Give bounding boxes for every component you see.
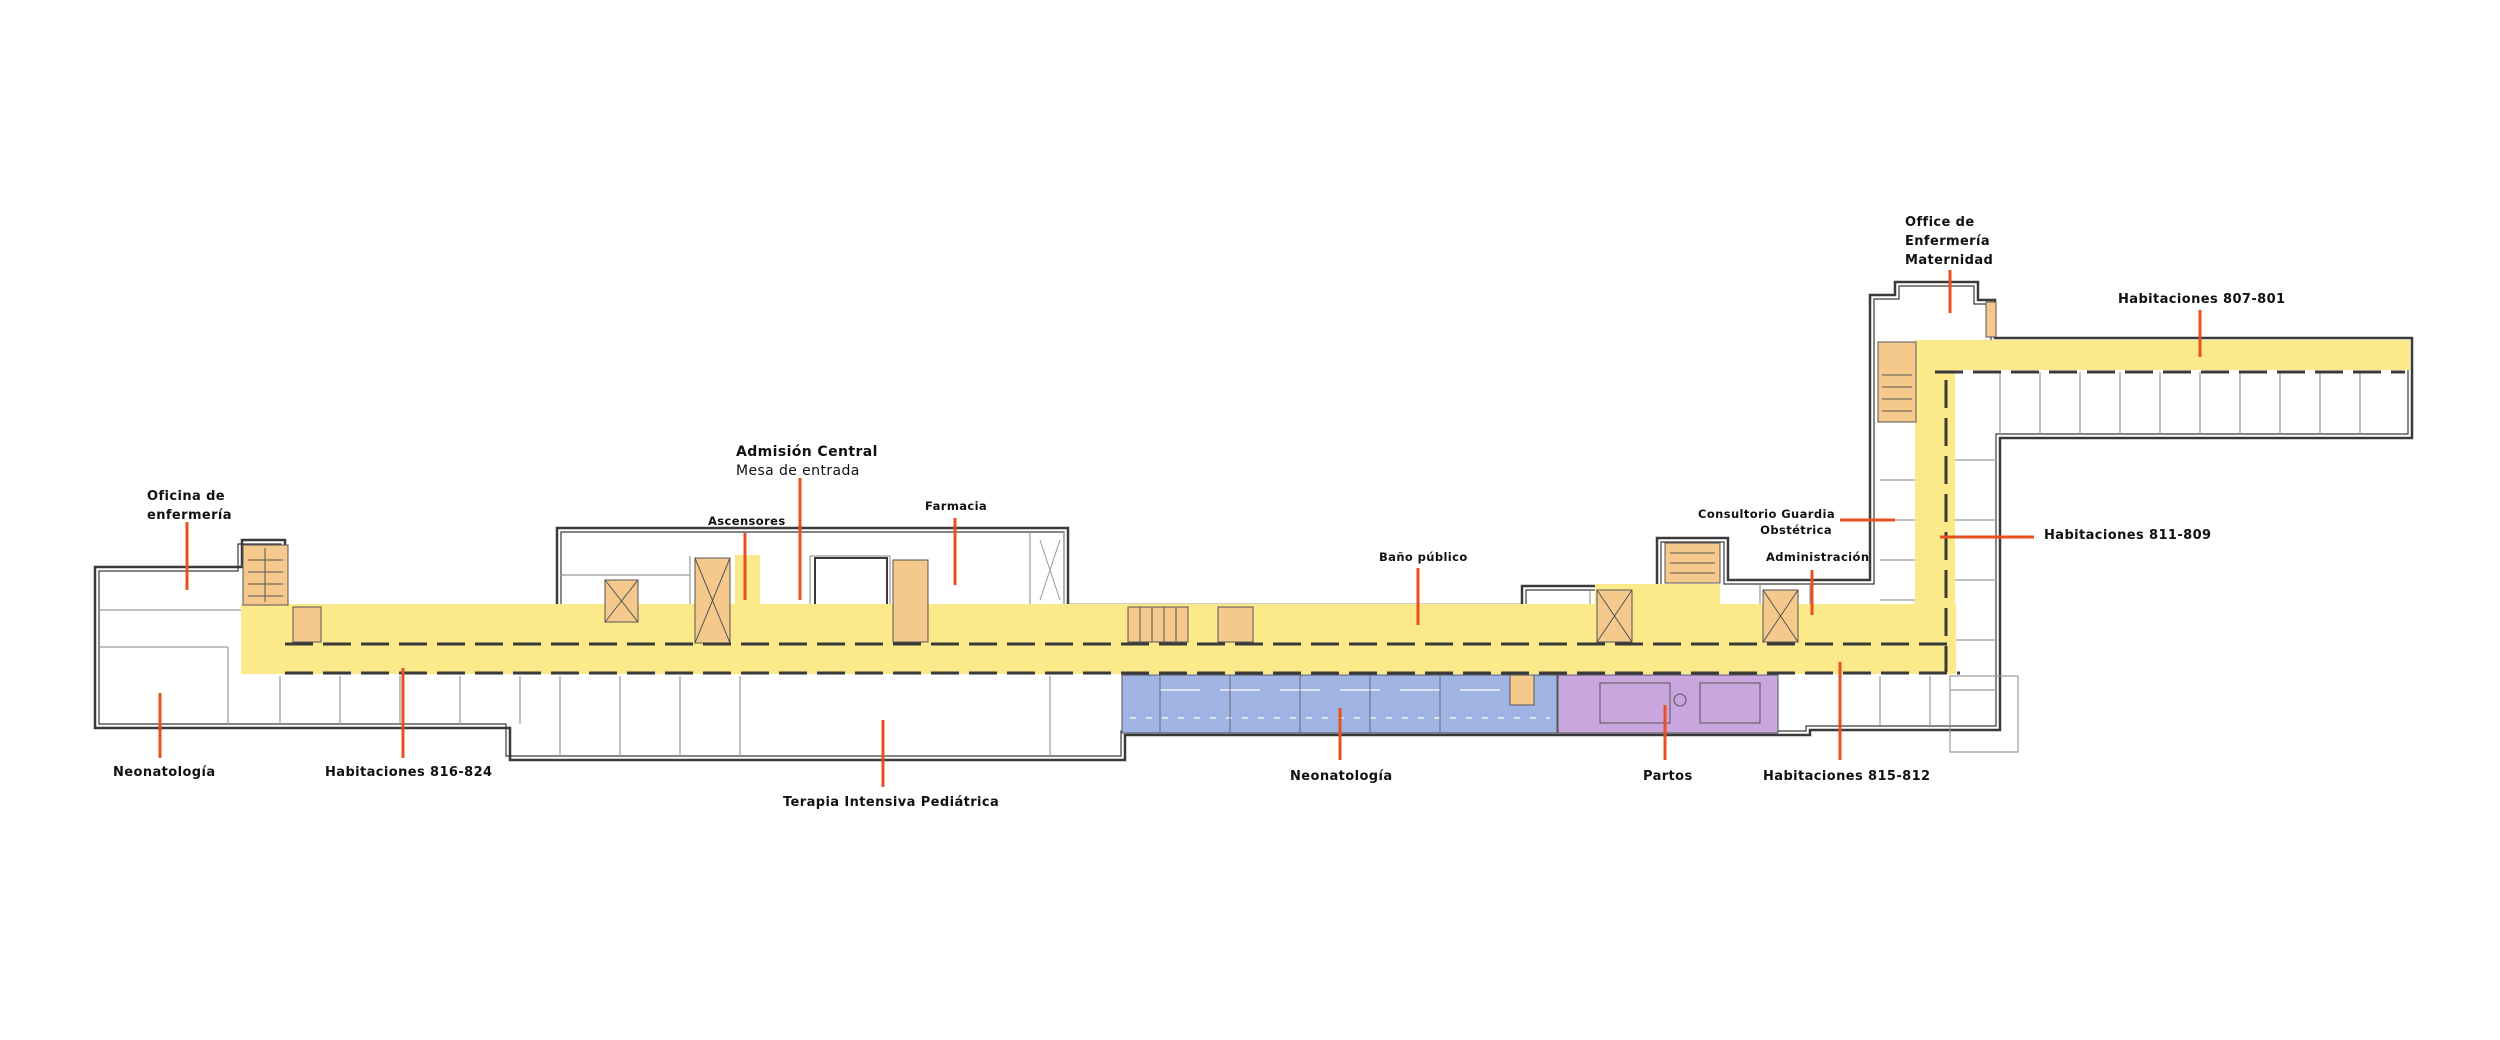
label-habitaciones-816-824: Habitaciones 816-824 [325,765,493,780]
label-line: Admisión Central [736,444,878,460]
stairs-elevators [242,301,1997,644]
label-line: Obstétrica [1760,523,1832,537]
label-neonatologia-left: Neonatología [113,765,216,780]
label-subtitle: Mesa de entrada [736,463,860,479]
label-ascensores: Ascensores [708,514,786,528]
label-habitaciones-811-809: Habitaciones 811-809 [2044,528,2212,543]
delivery-zone [1557,674,1779,734]
circulation-zone [241,340,2410,674]
label-partos: Partos [1643,769,1693,784]
label-admision-central: Admisión Central Mesa de entrada [736,443,878,481]
corridor-walls [285,370,2405,675]
stair-treads [248,374,1912,644]
label-habitaciones-815-812: Habitaciones 815-812 [1763,769,1931,784]
label-line: Oficina de [147,489,226,504]
label-line: Consultorio Guardia [1698,507,1836,521]
label-bano-publico: Baño público [1379,550,1468,564]
label-line: Maternidad [1905,253,1994,268]
label-office-enfermeria-maternidad: Office de Enfermería Maternidad [1905,213,1993,270]
label-habitaciones-807-801: Habitaciones 807-801 [2118,292,2286,307]
label-line: Office de [1905,215,1975,230]
label-consultorio-guardia: Consultorio Guardia Obstétrica [1698,506,1836,538]
label-farmacia: Farmacia [925,499,988,513]
leader-lines [158,270,2202,787]
label-neonatologia-center: Neonatología [1290,769,1393,784]
label-administracion: Administración [1766,550,1870,564]
label-oficina-enfermeria: Oficina de enfermería [147,487,232,525]
label-terapia-intensiva: Terapia Intensiva Pediátrica [783,795,1000,810]
label-line: enfermería [147,508,232,523]
label-line: Enfermería [1905,234,1991,249]
